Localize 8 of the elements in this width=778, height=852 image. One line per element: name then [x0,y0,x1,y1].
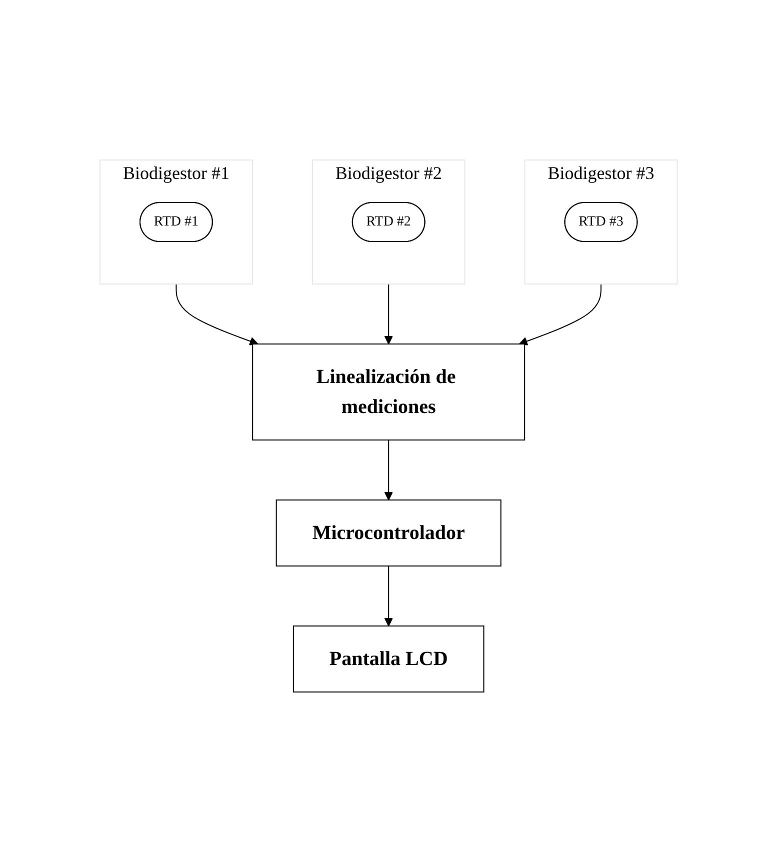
arrow [384,284,394,344]
arrow [384,566,394,626]
node-box: Pantalla LCD [293,625,485,692]
arrow [176,284,259,346]
arrow [384,440,394,500]
node-box: Linealización de mediciones [252,344,526,440]
node-box: Microcontrolador [276,500,502,566]
arrow [519,284,602,346]
